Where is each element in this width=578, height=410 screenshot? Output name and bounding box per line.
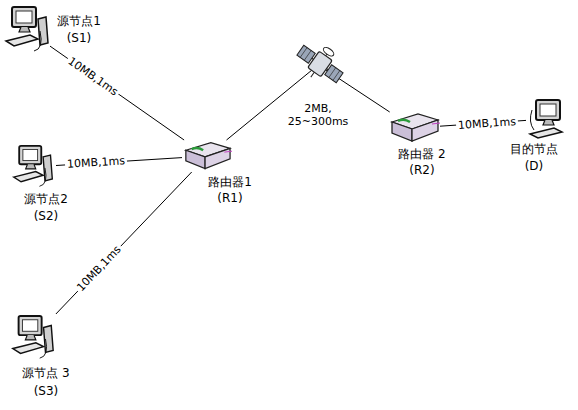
link-label: 10MB,1ms: [73, 242, 125, 296]
node-id: (R1): [190, 191, 270, 206]
node-name: 路由器 2: [380, 147, 464, 162]
satellite-icon: [292, 36, 348, 92]
router-node: 路由器 2(R2): [380, 112, 464, 180]
node-id: (S3): [4, 384, 88, 399]
computer-node: 源节点 3 (S3): [4, 314, 88, 406]
computer-node: 源节点1 (S1): [4, 4, 108, 60]
link-line: [227, 70, 390, 140]
computer-icon: [526, 98, 568, 140]
computer-icon: [10, 314, 56, 362]
computer-icon: [4, 4, 50, 56]
link-label: 10MB,1ms: [65, 155, 128, 172]
link-label: 2MB, 25~300ms: [273, 102, 363, 128]
node-id: (S2): [4, 209, 88, 224]
node-id: (D): [492, 159, 576, 174]
node-name: 路由器1: [190, 175, 270, 190]
node-name: 源节点 3: [4, 366, 88, 381]
node-name: 源节点1: [50, 14, 108, 29]
computer-node: 目的节点 (D): [492, 98, 576, 178]
node-id: (R2): [380, 163, 464, 178]
node-id: (S1): [50, 31, 108, 46]
link-line: [56, 172, 192, 314]
router-icon: [182, 140, 232, 172]
node-name: 源节点2: [4, 192, 88, 207]
link-line: [50, 46, 184, 140]
computer-icon: [10, 144, 56, 190]
link-label: 10MB,1ms: [64, 53, 122, 99]
router-node: 路由器1(R1): [170, 140, 270, 208]
node-name: 目的节点: [492, 142, 576, 157]
link-label: 10MB,1ms: [456, 114, 519, 131]
router-icon: [388, 112, 440, 144]
